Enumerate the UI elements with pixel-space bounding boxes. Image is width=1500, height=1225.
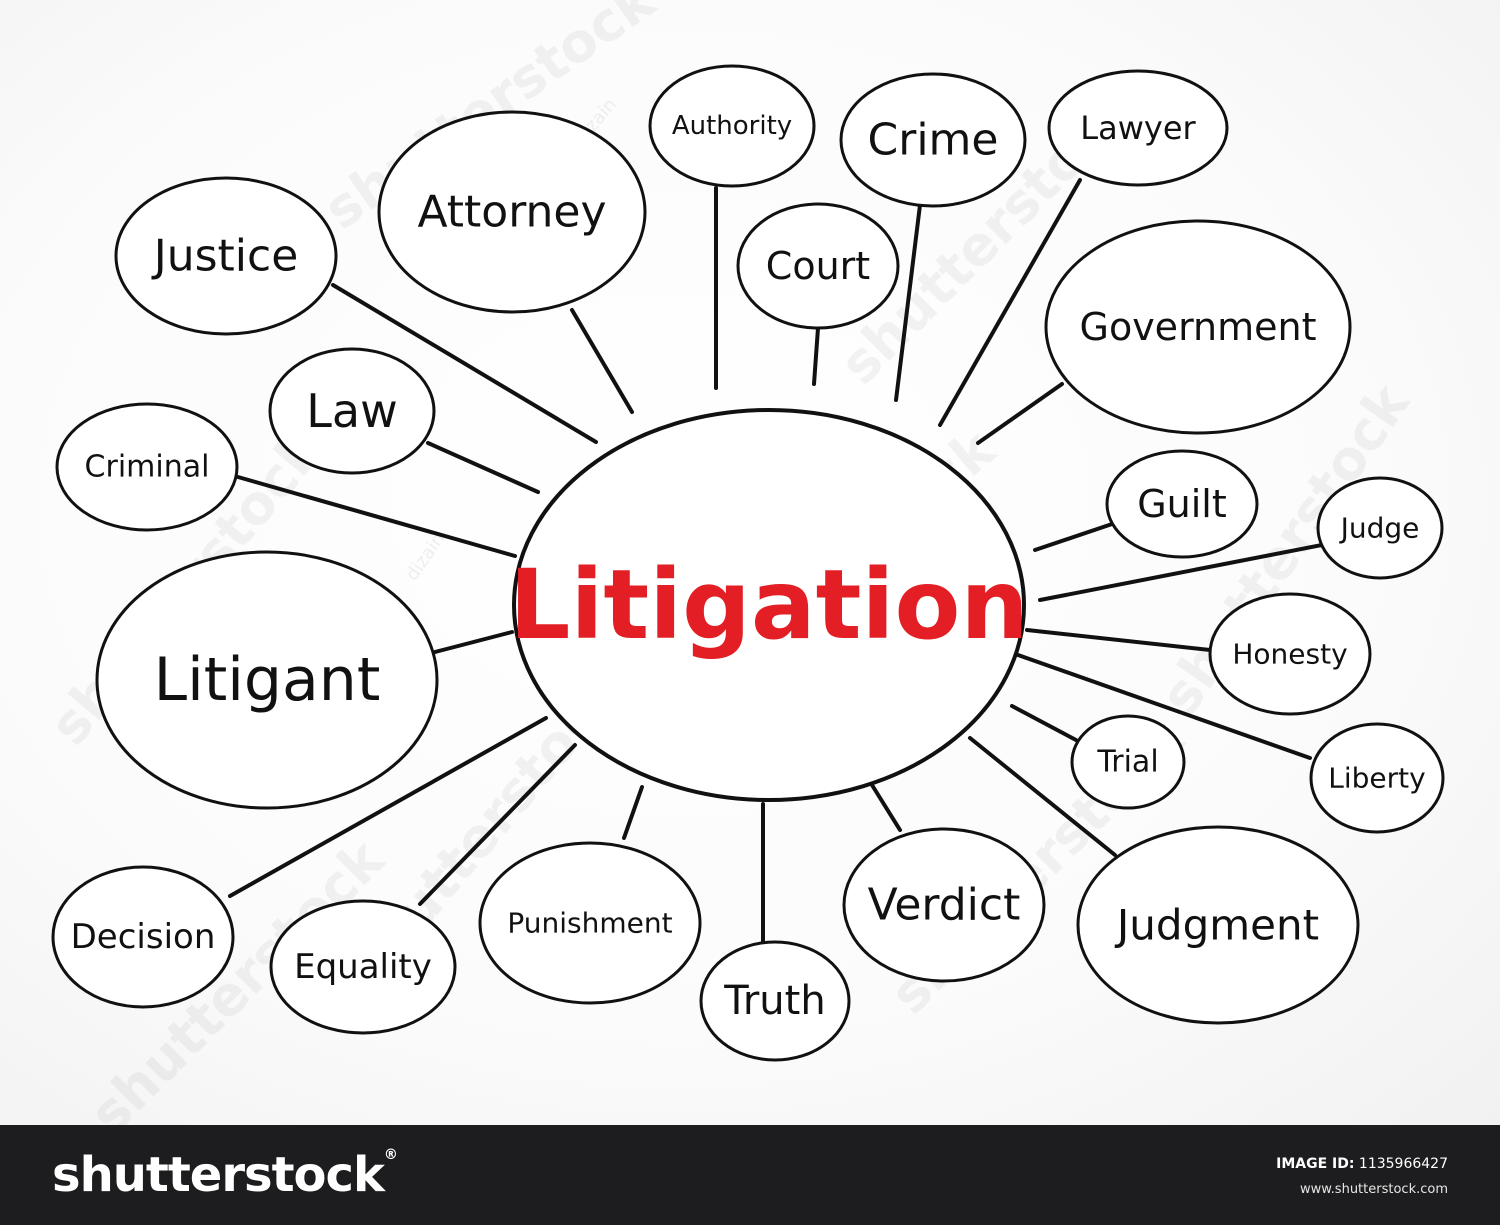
node-criminal: Criminal: [55, 402, 239, 532]
node-outline: [1208, 592, 1372, 716]
node-label: Court: [766, 244, 870, 288]
node-honesty: Honesty: [1208, 592, 1372, 716]
node-outline: [842, 827, 1046, 983]
node-outline: [478, 841, 702, 1005]
image-id-value: 1135966427: [1358, 1156, 1448, 1172]
node-law: Law: [268, 347, 436, 475]
node-authority: Authority: [648, 64, 816, 188]
connector-lawyer: [938, 178, 1082, 427]
node-label: Judge: [1339, 512, 1420, 545]
node-outline: [839, 72, 1027, 208]
connector-court: [812, 326, 820, 386]
node-outline: [1076, 825, 1360, 1025]
node-decision: Decision: [51, 865, 235, 1009]
node-label: Honesty: [1232, 638, 1347, 671]
connector-criminal: [236, 475, 517, 558]
connector-guilt: [1033, 520, 1120, 552]
node-liberty: Liberty: [1309, 722, 1445, 834]
image-id-label: IMAGE ID:: [1276, 1156, 1355, 1172]
node-judge: Judge: [1316, 476, 1444, 580]
brand-logo[interactable]: shutterstock®: [52, 1147, 398, 1203]
connector-litigant: [433, 630, 514, 654]
node-outline: [114, 176, 338, 336]
brand-name: shutterstock: [52, 1147, 385, 1203]
center-node-label: Litigation: [509, 549, 1028, 661]
node-label: Litigant: [154, 645, 381, 715]
center-node: Litigation: [509, 408, 1029, 802]
node-label: Trial: [1096, 745, 1158, 780]
node-trial: Trial: [1070, 714, 1186, 810]
node-outline: [736, 202, 900, 330]
connector-honesty: [1025, 628, 1212, 652]
image-id: IMAGE ID: 1135966427: [1276, 1156, 1448, 1172]
node-guilt: Guilt: [1105, 449, 1259, 559]
node-label: Attorney: [417, 187, 606, 238]
node-lawyer: Lawyer: [1047, 69, 1229, 187]
node-punishment: Punishment: [478, 841, 702, 1005]
node-label: Justice: [151, 231, 299, 282]
node-label: Decision: [71, 917, 216, 957]
node-outline: [1070, 714, 1186, 810]
node-judgment: Judgment: [1076, 825, 1360, 1025]
watermark-author: dizain: [402, 529, 450, 585]
connector-government: [976, 382, 1064, 445]
node-government: Government: [1044, 219, 1352, 435]
node-outline: [648, 64, 816, 188]
site-url[interactable]: www.shutterstock.com: [1299, 1182, 1448, 1197]
connector-decision: [228, 716, 548, 898]
node-litigant: Litigant: [95, 550, 439, 810]
node-equality: Equality: [269, 899, 457, 1035]
connector-liberty: [1016, 653, 1312, 760]
node-outline: [1316, 476, 1444, 580]
node-outline: [95, 550, 439, 810]
connector-attorney: [570, 308, 634, 414]
node-court: Court: [736, 202, 900, 330]
node-label: Criminal: [85, 450, 210, 485]
connector-equality: [418, 743, 577, 906]
node-outline: [268, 347, 436, 475]
connector-justice: [331, 283, 598, 444]
node-justice: Justice: [114, 176, 338, 336]
node-label: Verdict: [868, 880, 1021, 931]
node-crime: Crime: [839, 72, 1027, 208]
connector-verdict: [870, 783, 902, 832]
node-label: Equality: [294, 947, 432, 987]
center-node-outline: [512, 408, 1026, 802]
node-outline: [1047, 69, 1229, 187]
node-label: Liberty: [1328, 762, 1425, 795]
node-label: Truth: [723, 978, 825, 1024]
node-truth: Truth: [699, 940, 851, 1062]
node-outline: [699, 940, 851, 1062]
connector-judgment: [968, 736, 1117, 857]
node-label: Crime: [868, 115, 999, 166]
node-outline: [51, 865, 235, 1009]
node-verdict: Verdict: [842, 827, 1046, 983]
node-outline: [269, 899, 457, 1035]
node-label: Punishment: [507, 907, 672, 940]
node-label: Guilt: [1137, 482, 1227, 526]
connector-law: [426, 441, 540, 494]
node-label: Government: [1080, 305, 1317, 349]
connector-lines: [228, 178, 1324, 944]
connector-punishment: [622, 785, 644, 840]
node-label: Judgment: [1114, 901, 1319, 950]
connector-judge: [1038, 543, 1324, 602]
node-label: Law: [306, 384, 397, 438]
brand-registered-mark: ®: [383, 1147, 398, 1163]
connector-trial: [1010, 704, 1078, 742]
connector-crime: [894, 203, 922, 402]
node-outline: [1309, 722, 1445, 834]
node-outline: [1044, 219, 1352, 435]
node-outline: [55, 402, 239, 532]
node-outline: [377, 110, 647, 314]
stock-footer-bar: shutterstock® IMAGE ID: 1135966427 www.s…: [0, 1125, 1500, 1225]
node-attorney: Attorney: [377, 110, 647, 314]
node-label: Lawyer: [1080, 109, 1196, 147]
node-outline: [1105, 449, 1259, 559]
node-label: Authority: [672, 111, 792, 141]
